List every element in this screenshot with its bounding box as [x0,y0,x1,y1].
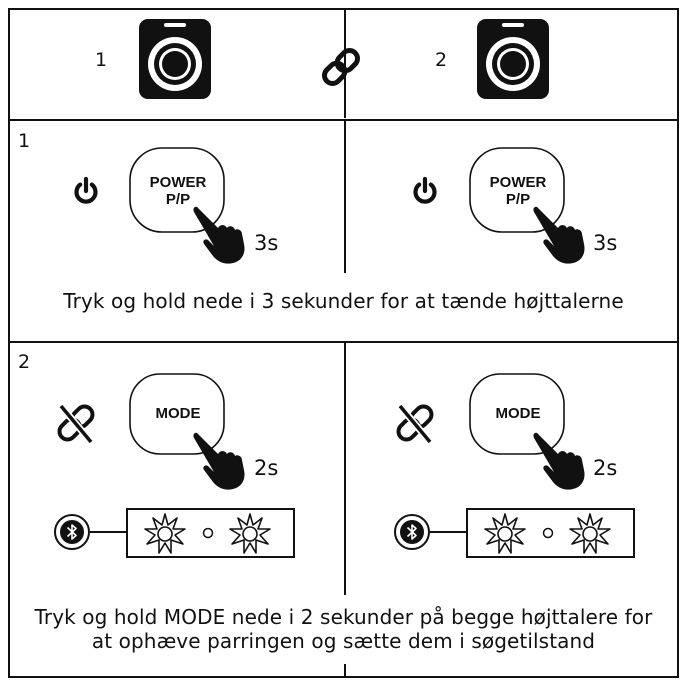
step1-caption: Tryk og hold nede i 3 sekunder for at tæ… [63,289,624,313]
led-indicator-panel [126,508,295,558]
indicator-connector [430,531,466,533]
led-dot [542,527,554,539]
speaker-left-number: 1 [95,49,108,71]
led-dot [202,527,214,539]
led-indicator-panel [466,508,635,558]
column-divider-tail [344,664,346,678]
step2-number: 2 [18,351,31,373]
power-key-label: POWER [149,174,207,191]
speaker-right-number: 2 [435,49,448,71]
indicator-connector [90,531,126,533]
link-broken-icon [392,400,438,446]
step2-caption-line1: Tryk og hold MODE nede i 2 sekunder på b… [34,605,653,629]
step2-caption-line2: at ophæve parringen og sætte dem i søget… [91,629,596,653]
power-key-label: POWER [489,174,547,191]
diagram-frame [8,8,679,678]
led-flash-icon [568,512,612,556]
hold-time-label: 2s [254,456,279,480]
power-icon [71,176,101,206]
column-divider-step2 [344,343,346,595]
hand-press-icon [192,430,252,492]
hand-press-icon [532,430,592,492]
mode-key-label: MODE [495,405,541,422]
speaker-icon [135,16,215,102]
column-divider-pairing [344,8,346,118]
hold-time-label: 3s [254,231,279,255]
mode-key: MODE [468,372,568,462]
step1-number: 1 [18,130,31,152]
hold-time-label: 2s [593,456,618,480]
power-icon [410,176,440,206]
link-icon [318,44,364,90]
led-flash-icon [483,512,527,556]
power-key-sublabel: P/P [165,191,191,208]
bluetooth-icon [52,512,92,552]
column-divider-step1 [344,121,346,273]
hand-press-icon [532,204,592,266]
power-key-sublabel: P/P [505,191,531,208]
speaker-icon [473,16,553,102]
led-flash-icon [228,512,272,556]
mode-key: MODE [128,372,228,462]
hand-press-icon [192,204,252,266]
link-broken-icon [53,400,99,446]
step2-caption: Tryk og hold MODE nede i 2 sekunder på b… [10,605,677,653]
key-outline [469,373,565,455]
divider-pairing [8,119,679,121]
led-flash-icon [143,512,187,556]
bluetooth-icon [392,512,432,552]
mode-key-label: MODE [155,405,201,422]
hold-time-label: 3s [593,231,618,255]
divider-step1 [8,341,679,343]
key-outline [129,373,225,455]
